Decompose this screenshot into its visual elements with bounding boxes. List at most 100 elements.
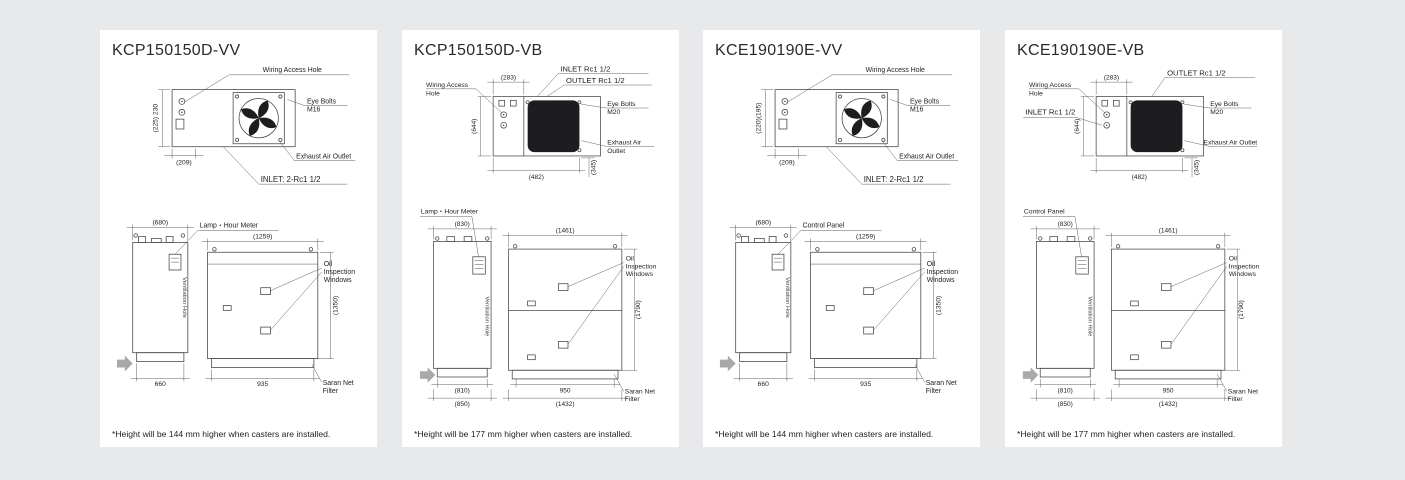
ventilation-hole-label: Ventilation Hole — [180, 277, 186, 319]
saran-net-filter-label-1: Saran Net — [1227, 388, 1257, 395]
eye-bolts-label: Eye Bolts — [909, 98, 939, 105]
bottom-side-dimension: (345) — [590, 160, 597, 175]
base-dimension-left: 660 — [757, 381, 768, 388]
wiring-access-label-2: Hole — [426, 91, 440, 98]
bottom-side-dimension: (345) — [1193, 160, 1200, 175]
spec-panel-kce190190e-vv: KCE190190E-VV Wiring Access Hole Eye Bol… — [703, 30, 980, 447]
inlet-label: INLET Rc1 1/2 — [1025, 108, 1075, 117]
front-view-drawing: (680) Lamp・Hour Meter (1259) Oil Inspect… — [116, 220, 355, 395]
caster-note: *Height will be 144 mm higher when caste… — [112, 429, 331, 439]
top-view-machine — [1028, 78, 1258, 178]
saran-net-filter-label-1: Saran Net — [925, 380, 956, 387]
eye-bolts-label: Eye Bolts — [1210, 101, 1239, 108]
device-label: Lamp・Hour Meter — [199, 223, 258, 230]
base-dimension-right: 935 — [860, 381, 871, 388]
base-dimension-left: 660 — [154, 381, 165, 388]
outlet-label: OUTLET Rc1 1/2 — [1167, 68, 1226, 77]
exhaust-air-outlet-label-2: Outlet — [607, 148, 625, 155]
ventilation-hole-label: Ventilation Hole — [783, 277, 789, 319]
spec-panel-kcp150150d-vv: KCP150150D-VV Wiring Access Hole Eye Bol… — [100, 30, 377, 447]
wiring-access-hole-label: Wiring Access Hole — [865, 67, 924, 74]
front-view-machines — [419, 216, 638, 402]
width-dimension-left: (680) — [755, 220, 771, 227]
side-dimension: (225) 230 — [152, 104, 159, 133]
top-view-drawing: Wiring Access Hole Eye Bolts M16 Exhaust… — [152, 67, 356, 185]
oil-windows-label-1: Oil — [926, 261, 935, 268]
ventilation-hole-label: Ventilation Hole — [1086, 296, 1092, 336]
inlet-label: INLET: 2-Rc1 1/2 — [863, 175, 923, 184]
front-view-machines — [116, 224, 334, 383]
front-view-machines — [719, 224, 937, 383]
front-view-machines — [1022, 216, 1241, 402]
exhaust-air-outlet-label: Exhaust Air Outlet — [296, 154, 351, 161]
oil-windows-label-2: Inspection — [323, 269, 355, 276]
eye-bolts-size-label: M16 — [306, 106, 320, 113]
oil-windows-label-2: Inspection — [625, 263, 656, 270]
top-view-drawing: INLET Rc1 1/2 OUTLET Rc1 1/2 (283) Wirin… — [425, 65, 655, 181]
oil-windows-label-1: Oil — [1228, 256, 1237, 263]
eye-bolts-size-label: M20 — [1210, 109, 1223, 116]
top-view-machine — [425, 78, 655, 178]
device-label: Lamp・Hour Meter — [420, 209, 478, 216]
eye-bolts-size-label: M20 — [607, 109, 620, 116]
eye-bolts-label: Eye Bolts — [306, 98, 336, 105]
side-dimension: (644) — [470, 119, 477, 134]
base-dimension-right-2: (1432) — [1158, 401, 1177, 408]
inlet-label: INLET Rc1 1/2 — [560, 65, 610, 74]
model-title: KCE190190E-VV — [715, 42, 843, 59]
base-dimension-left-2: (850) — [454, 401, 469, 408]
caster-note: *Height will be 177 mm higher when caste… — [414, 429, 633, 439]
device-label: Control Panel — [802, 223, 844, 230]
wiring-access-label-1: Wiring Access — [1029, 82, 1072, 89]
width-dimension-left: (830) — [1057, 221, 1072, 228]
caster-note: *Height will be 177 mm higher when caste… — [1017, 429, 1236, 439]
base-dimension-left-2: (850) — [1057, 401, 1072, 408]
base-dimension-right-1: 950 — [1162, 387, 1173, 394]
ventilation-hole-label: Ventilation Hole — [483, 296, 489, 336]
spec-panel-kcp150150d-vb: KCP150150D-VB INLET Rc1 1/2 OUTLET Rc1 1… — [402, 30, 679, 447]
saran-net-filter-label-2: Filter — [925, 388, 941, 395]
height-dimension: (1790) — [1238, 300, 1245, 319]
oil-windows-label-1: Oil — [625, 256, 634, 263]
side-dimension: (220)(195) — [755, 103, 762, 134]
exhaust-air-outlet-label: Exhaust Air Outlet — [899, 154, 954, 161]
base-dimension-left-1: (810) — [454, 387, 469, 394]
oil-windows-label-2: Inspection — [926, 269, 958, 276]
width-dimension-left: (680) — [152, 220, 168, 227]
saran-net-filter-label-2: Filter — [322, 388, 338, 395]
inlet-label: INLET: 2-Rc1 1/2 — [260, 175, 320, 184]
width-dimension-right: (1461) — [555, 228, 574, 235]
width-dimension-right: (1259) — [855, 233, 874, 240]
top-dimension: (283) — [1103, 74, 1118, 81]
saran-net-filter-label-1: Saran Net — [322, 380, 353, 387]
wiring-access-label-2: Hole — [1029, 91, 1043, 98]
saran-net-filter-label-1: Saran Net — [624, 388, 654, 395]
height-dimension: (1790) — [635, 300, 642, 319]
caster-note: *Height will be 144 mm higher when caste… — [715, 429, 934, 439]
wiring-access-label-1: Wiring Access — [426, 82, 469, 89]
device-label: Control Panel — [1023, 209, 1064, 216]
side-dimension: (644) — [1073, 119, 1080, 134]
inlet-outlet-leaders — [536, 73, 652, 97]
wiring-access-hole-label: Wiring Access Hole — [262, 67, 321, 74]
base-dimension-right: 935 — [257, 381, 268, 388]
front-view-drawing: (680) Control Panel (1259) Oil Inspectio… — [719, 220, 958, 395]
offset-dimension: (209) — [779, 159, 795, 166]
spec-panel-kce190190e-vb: KCE190190E-VB OUTLET Rc1 1/2 INLET Rc1 1… — [1005, 30, 1282, 447]
exhaust-air-outlet-label: Exhaust Air Outlet — [1203, 139, 1257, 146]
offset-dimension: (209) — [176, 159, 192, 166]
eye-bolts-size-label: M16 — [909, 106, 923, 113]
oil-windows-label-3: Windows — [926, 277, 954, 284]
front-view-drawing: Lamp・Hour Meter (830) (1461) Oil Inspect… — [419, 209, 656, 408]
top-view-machine — [760, 74, 959, 185]
base-dimension-left-1: (810) — [1057, 387, 1072, 394]
oil-windows-label-3: Windows — [323, 277, 351, 284]
top-view-drawing: Wiring Access Hole Eye Bolts M16 Exhaust… — [755, 67, 959, 185]
oil-windows-label-3: Windows — [625, 271, 653, 278]
saran-net-filter-label-2: Filter — [624, 396, 640, 403]
eye-bolts-label: Eye Bolts — [607, 101, 636, 108]
inlet-outlet-leaders — [1022, 77, 1255, 126]
model-title: KCE190190E-VB — [1017, 42, 1145, 59]
bottom-dimension: (482) — [528, 174, 543, 181]
